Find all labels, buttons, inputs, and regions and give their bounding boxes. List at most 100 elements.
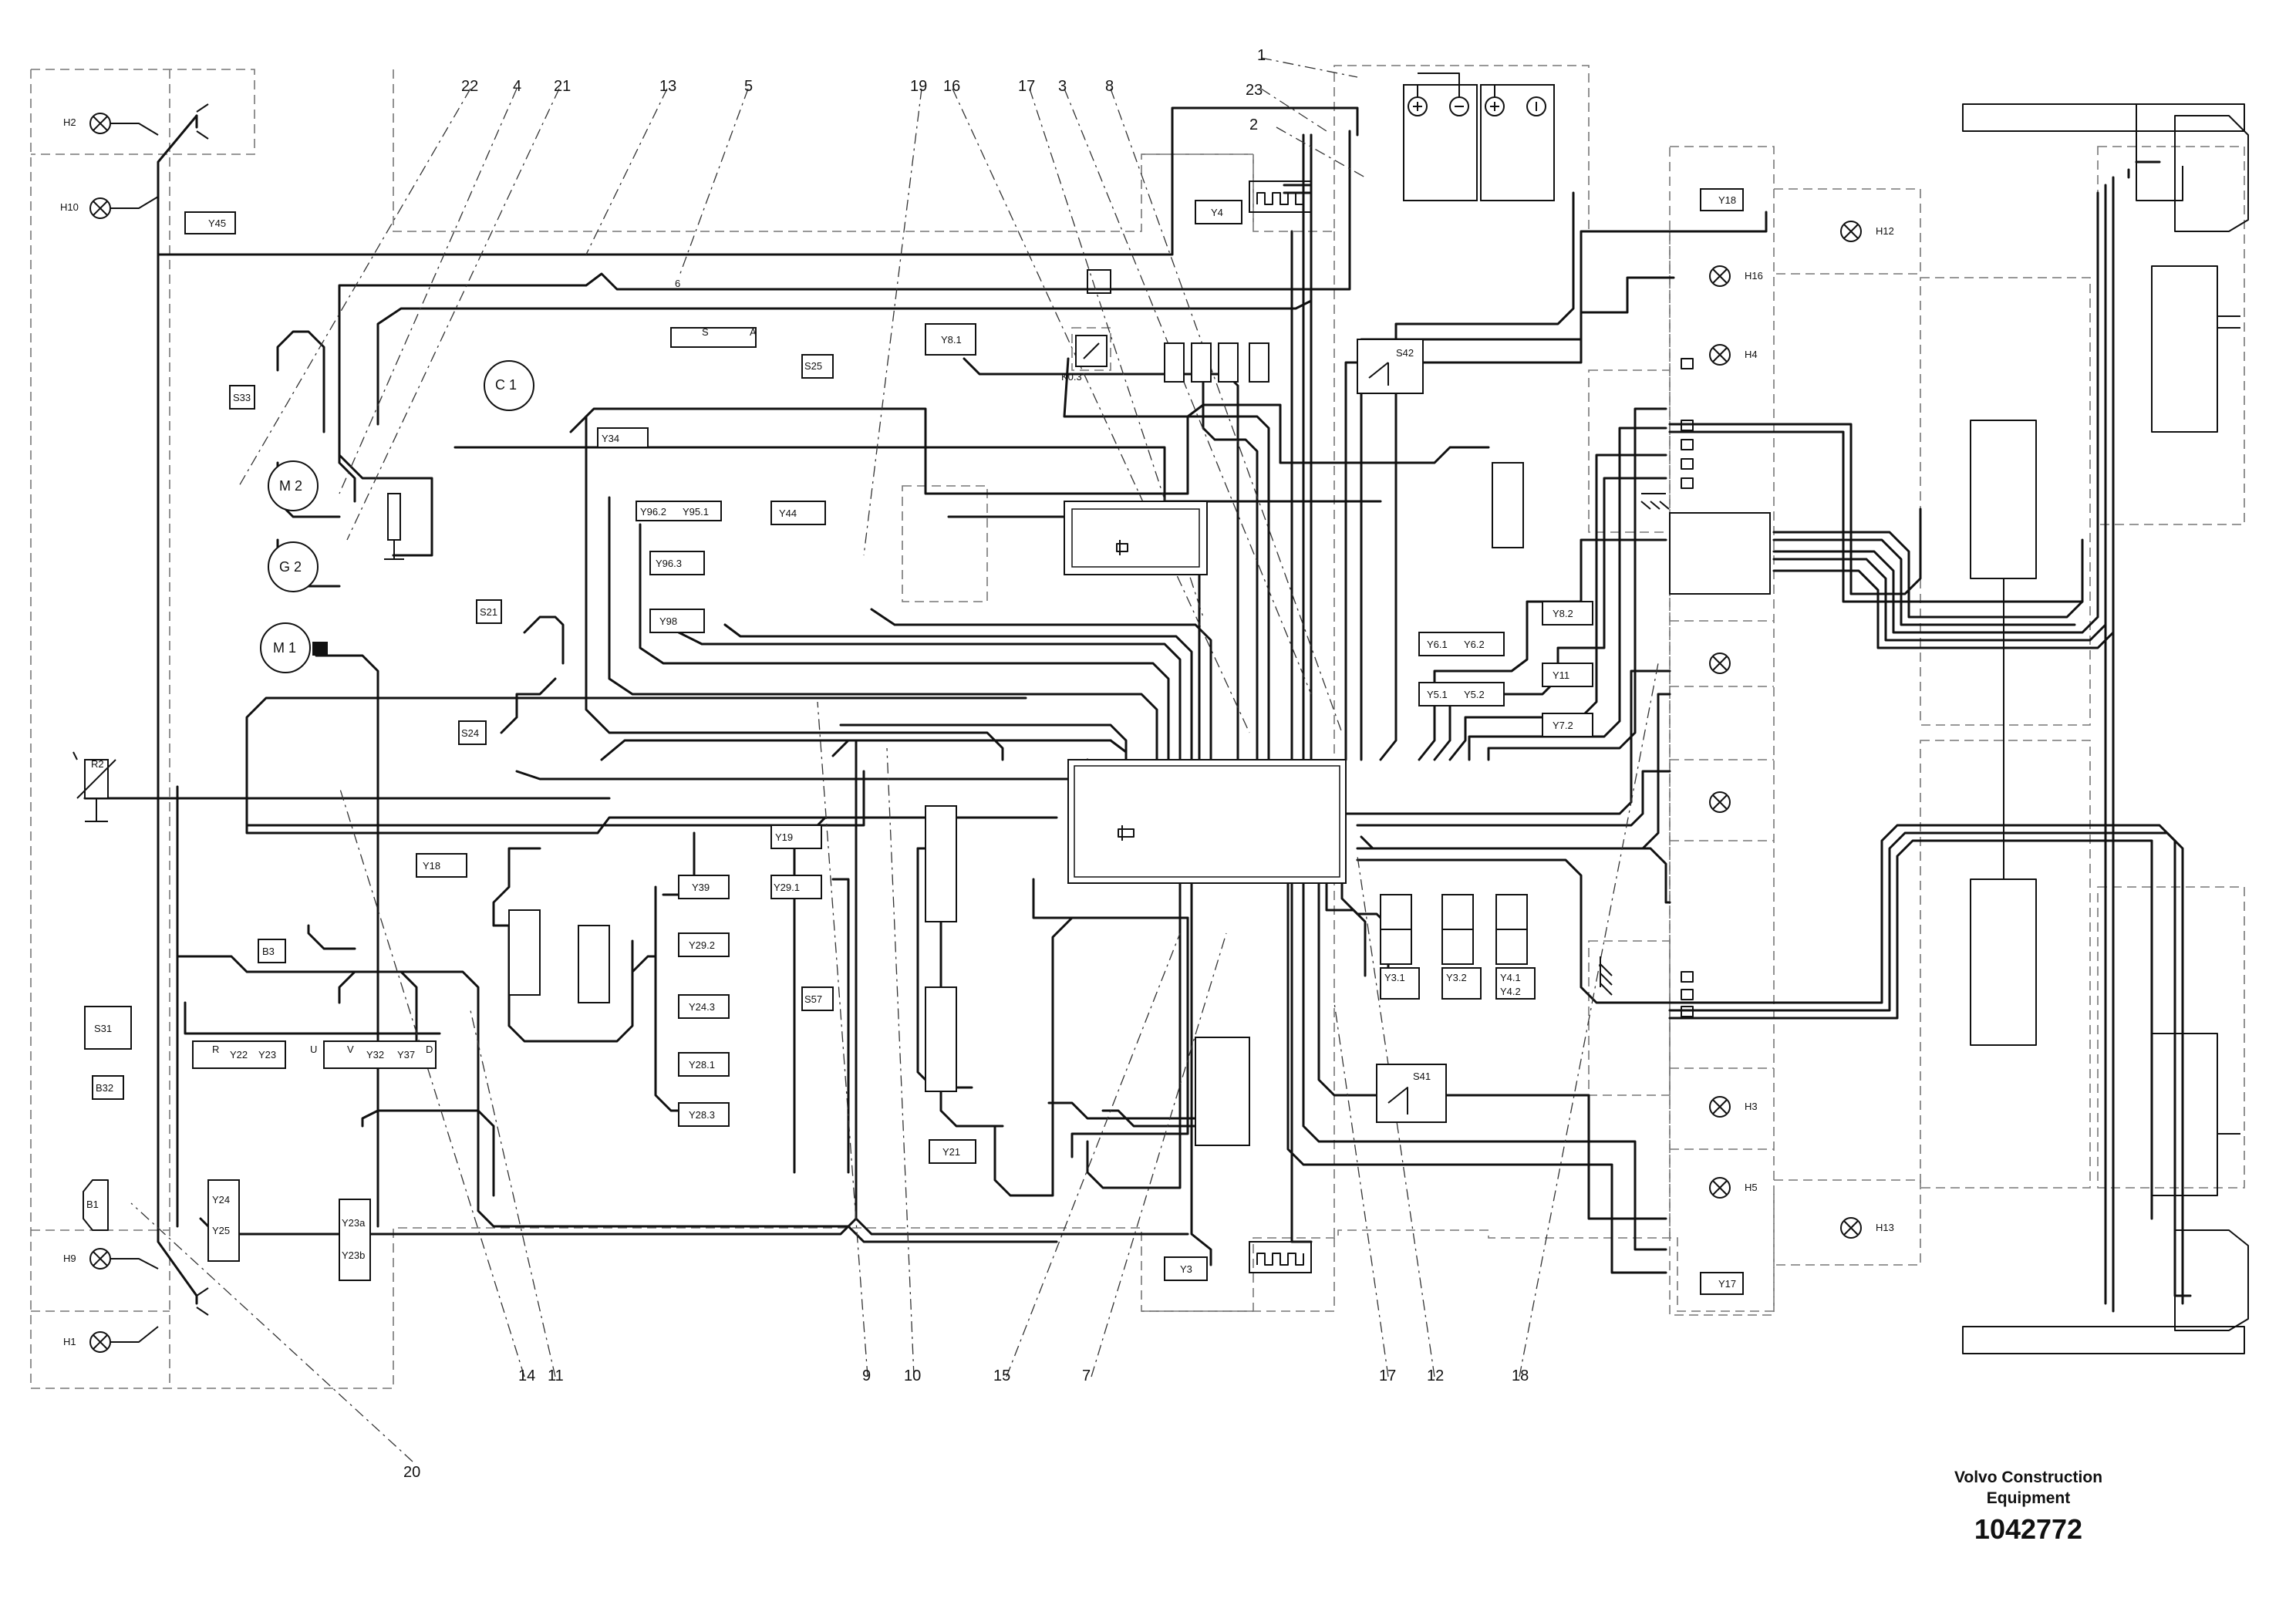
component-labels: H2 H10 H9 H1 H12 H16 H4 H3 H5 H13 Y45 Y4…: [60, 116, 1894, 1347]
callout-7: 7: [1082, 1367, 1091, 1384]
callout-17-bottom: 17: [1379, 1367, 1396, 1384]
lamp-h2-icon: [89, 113, 111, 134]
pulse-top-icon: [1256, 192, 1304, 205]
horn-b1-icon: [83, 1179, 109, 1231]
label-s41: S41: [1413, 1071, 1431, 1082]
label-y98: Y98: [659, 615, 677, 627]
motor-m1-icon: [260, 622, 328, 673]
drawing-number: 1042772: [1974, 1513, 2083, 1545]
label-y45: Y45: [208, 218, 226, 229]
label-y28-3: Y28.3: [689, 1109, 715, 1121]
callout-8: 8: [1105, 78, 1114, 95]
callout-3: 3: [1058, 78, 1067, 95]
brand-line-1: Volvo Construction: [1954, 1469, 2103, 1486]
label-y96-3: Y96.3: [656, 558, 682, 569]
brand-line-2: Equipment: [1986, 1489, 2071, 1507]
lamp-h5-icon: [1709, 1177, 1731, 1199]
label-g2: G 2: [279, 559, 302, 575]
brand-name: Volvo Construction Equipment: [1920, 1467, 2136, 1509]
label-d: D: [426, 1044, 433, 1055]
label-y8-1: Y8.1: [941, 334, 962, 346]
components: [72, 73, 1862, 1353]
label-s25: S25: [804, 360, 822, 372]
callout-1: 1: [1257, 47, 1266, 64]
label-h2: H2: [63, 116, 76, 128]
motor-m2-icon: [268, 460, 319, 511]
label-m2: M 2: [279, 478, 302, 494]
label-h13: H13: [1876, 1222, 1894, 1233]
label-k03: K0.3: [1061, 371, 1082, 383]
battery-icon: [1403, 73, 1555, 201]
pulse-bottom-icon: [1256, 1253, 1304, 1266]
label-y95-1: Y95.1: [683, 506, 709, 518]
ecu-controller: [1067, 759, 1347, 884]
label-y34: Y34: [602, 433, 619, 444]
label-y39: Y39: [692, 882, 710, 893]
right-frame-outlines: [1962, 103, 2249, 1354]
label-y29-2: Y29.2: [689, 939, 715, 951]
display-module: [1064, 501, 1208, 575]
label-y4-1: Y4.1: [1500, 972, 1521, 983]
callout-11: 11: [548, 1367, 564, 1384]
lamp-h12-icon: [1840, 221, 1862, 242]
label-b1: B1: [86, 1199, 99, 1210]
label-s: S: [702, 326, 709, 338]
callout-12: 12: [1427, 1367, 1444, 1384]
solenoid-groups: [184, 188, 1744, 1295]
label-y28-1: Y28.1: [689, 1059, 715, 1071]
label-y7-2: Y7.2: [1553, 720, 1573, 731]
label-u: U: [310, 1044, 317, 1055]
label-s57: S57: [804, 993, 822, 1005]
label-s24: S24: [461, 727, 479, 739]
motor-c1-icon: [484, 360, 534, 411]
lamp-h10-icon: [89, 197, 111, 219]
label-s33: S33: [233, 392, 251, 403]
label-y32: Y32: [366, 1049, 384, 1061]
callout-19: 19: [910, 78, 927, 95]
lamp-h1-icon: [89, 1331, 111, 1353]
label-y25: Y25: [212, 1225, 230, 1236]
label-y23b: Y23b: [342, 1249, 365, 1261]
label-y22: Y22: [230, 1049, 248, 1061]
label-r2: R2: [91, 758, 104, 770]
label-h12: H12: [1876, 225, 1894, 237]
label-s42: S42: [1396, 347, 1414, 359]
callout-10: 10: [904, 1367, 921, 1384]
label-y24-3: Y24.3: [689, 1001, 715, 1013]
lamp-h13-icon: [1840, 1217, 1862, 1239]
generator-g2-icon: [268, 541, 319, 592]
label-h16: H16: [1745, 270, 1763, 282]
label-y23a: Y23a: [342, 1217, 366, 1229]
label-y11: Y11: [1553, 669, 1569, 681]
label-s31: S31: [94, 1023, 112, 1034]
callout-15: 15: [993, 1367, 1010, 1384]
label-y3-2: Y3.2: [1446, 972, 1467, 983]
label-h4: H4: [1745, 349, 1758, 360]
label-b32: B32: [96, 1082, 113, 1094]
callout-20: 20: [403, 1464, 420, 1481]
lamp-right-middle-icon: [1709, 791, 1731, 813]
label-v: V: [347, 1044, 354, 1055]
label-y4-2: Y4.2: [1500, 986, 1521, 997]
label-y6-2: Y6.2: [1464, 639, 1485, 650]
label-y17: Y17: [1718, 1278, 1736, 1290]
label-y21: Y21: [942, 1146, 960, 1158]
callout-4: 4: [513, 78, 521, 95]
label-y18: Y18: [1718, 194, 1736, 206]
lamp-h16-icon: [1709, 265, 1731, 287]
callout-5: 5: [744, 78, 753, 95]
label-m1: M 1: [273, 640, 296, 656]
callout-16: 16: [943, 78, 960, 95]
label-r: R: [212, 1044, 219, 1055]
fuse-block: [1164, 342, 1269, 383]
label-y44: Y44: [779, 508, 797, 519]
label-s21: S21: [480, 606, 497, 618]
label-y24: Y24: [212, 1194, 230, 1206]
wiring-harness: [83, 106, 2192, 1313]
label-y5-1: Y5.1: [1427, 689, 1448, 700]
label-y29-1: Y29.1: [774, 882, 800, 893]
label-y3-1: Y3.1: [1384, 972, 1405, 983]
label-h3: H3: [1745, 1101, 1758, 1112]
label-h9: H9: [63, 1253, 76, 1264]
lamp-h9-icon: [89, 1248, 111, 1270]
